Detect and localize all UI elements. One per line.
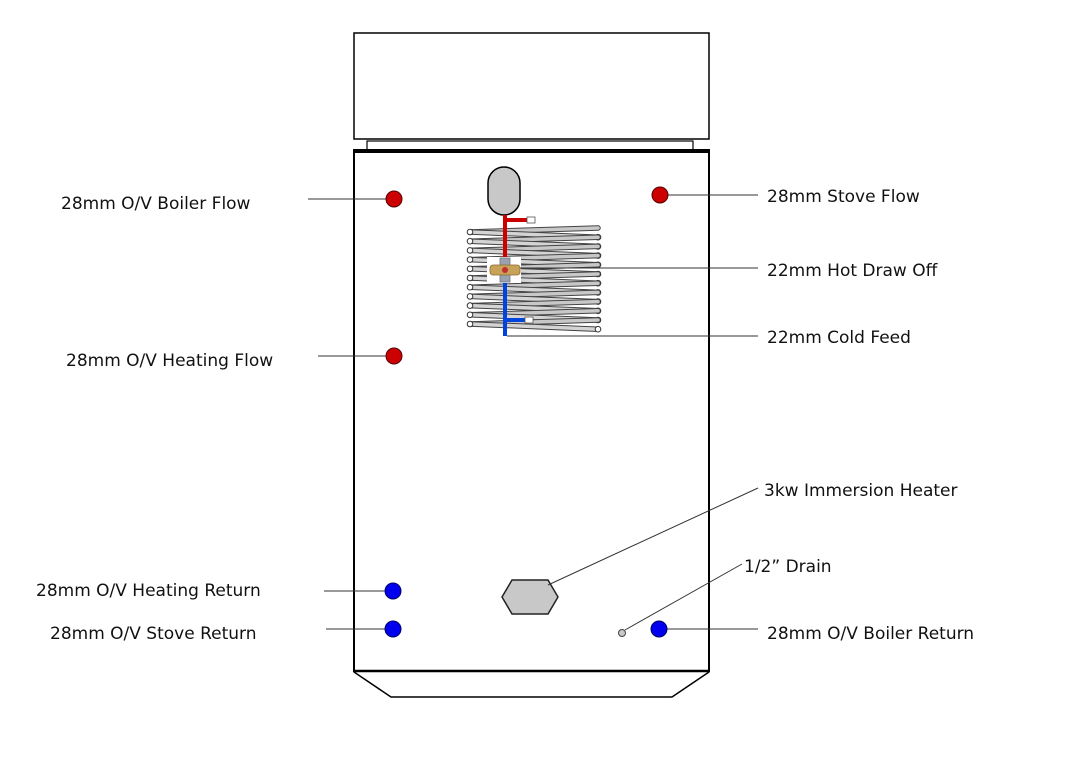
- port-stove-return[interactable]: [384, 620, 402, 638]
- label-stove-flow: 28mm Stove Flow: [767, 187, 920, 207]
- coil-loop-end: [466, 293, 474, 300]
- coil-loop-end: [466, 228, 474, 236]
- top-cover: [353, 32, 710, 140]
- coil-strand: [468, 322, 600, 331]
- label-immersion-heater: 3kw Immersion Heater: [764, 481, 957, 501]
- coil-loop-end: [466, 247, 474, 254]
- tank-base: [353, 671, 710, 698]
- port-heating-return[interactable]: [384, 582, 402, 600]
- leader-drain: [624, 563, 743, 631]
- port-boiler-return[interactable]: [650, 620, 668, 638]
- label-drain: 1/2” Drain: [744, 557, 832, 577]
- cold-pipe-cap: [524, 316, 534, 324]
- port-stove-flow[interactable]: [651, 186, 669, 204]
- coil-loop-end: [466, 320, 474, 328]
- coil-loop-end: [466, 311, 474, 319]
- label-stove-return: 28mm O/V Stove Return: [50, 624, 257, 644]
- expansion-vessel: [487, 166, 521, 216]
- mixing-valve: [487, 257, 521, 283]
- immersion-heater[interactable]: [501, 579, 559, 615]
- port-boiler-flow[interactable]: [385, 190, 403, 208]
- drain-valve[interactable]: [618, 629, 626, 637]
- label-boiler-return: 28mm O/V Boiler Return: [767, 624, 974, 644]
- coil-loop-end: [466, 274, 474, 282]
- hot-pipe-cap: [526, 216, 536, 224]
- label-cold-feed: 22mm Cold Feed: [767, 328, 911, 348]
- coil-loop-end: [466, 256, 474, 263]
- leader-immersion-heater: [547, 487, 759, 586]
- label-boiler-flow: 28mm O/V Boiler Flow: [61, 194, 251, 214]
- coil-loop-end: [466, 302, 474, 309]
- coil-loop-end: [466, 237, 474, 245]
- coil-loop-end: [594, 325, 602, 333]
- coil-loop-end: [466, 283, 474, 291]
- label-heating-return: 28mm O/V Heating Return: [36, 581, 261, 601]
- coil-loop-end: [466, 265, 474, 273]
- label-hot-draw-off: 22mm Hot Draw Off: [767, 261, 939, 281]
- label-heating-flow: 28mm O/V Heating Flow: [66, 351, 273, 371]
- port-heating-flow[interactable]: [385, 347, 403, 365]
